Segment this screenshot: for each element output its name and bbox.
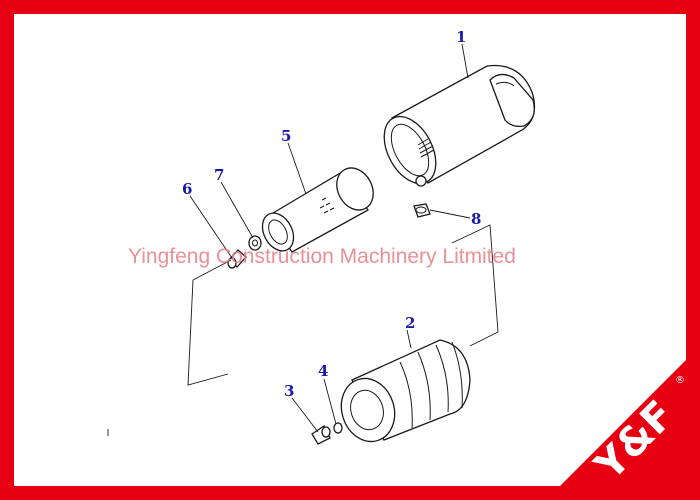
callout-4: 4	[318, 362, 328, 380]
part-2-element	[340, 339, 471, 443]
callouts: 1 2 3 4 5 6 7 8	[182, 28, 481, 400]
callout-3: 3	[284, 382, 294, 400]
callout-7: 7	[214, 166, 224, 184]
part-3-valve	[311, 425, 331, 445]
callout-8: 8	[471, 210, 481, 228]
callout-1: 1	[456, 28, 466, 46]
callout-6: 6	[182, 180, 192, 198]
assembly-lines	[107, 224, 499, 436]
watermark-text: Yingfeng Construction Machinery Litmited	[128, 245, 516, 268]
callout-5: 5	[281, 127, 291, 145]
callout-2: 2	[405, 314, 415, 332]
part-4-ring	[333, 422, 343, 434]
leader-lines	[189, 43, 471, 433]
part-7-washer	[248, 235, 262, 251]
part-1-housing	[383, 64, 536, 187]
part-8-plug	[413, 203, 431, 218]
brand-logo: Y&F ®	[545, 345, 700, 500]
part-5-inner-tube	[261, 167, 374, 253]
registered-mark: ®	[675, 375, 685, 386]
